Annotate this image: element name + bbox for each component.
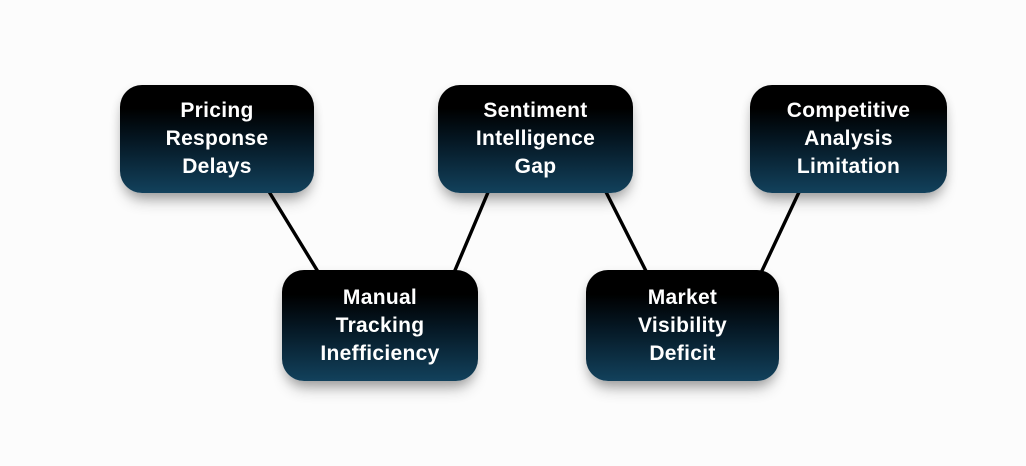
node-competitive-analysis-limitation-label: Competitive Analysis Limitation [786, 99, 911, 178]
node-pricing-response-delays: Pricing Response Delays [120, 85, 314, 193]
node-pricing-response-delays-label: Pricing Response Delays [165, 99, 269, 178]
node-manual-tracking-inefficiency-label: Manual Tracking Inefficiency [320, 285, 440, 365]
node-market-visibility-deficit-label: Market Visibility Deficit [638, 285, 727, 365]
node-sentiment-intelligence-gap-label: Sentiment Intelligence Gap [475, 99, 596, 178]
edge-pricing-to-manual-tracking [266, 188, 322, 277]
edge-sentiment-to-market-visibility [603, 188, 650, 277]
edge-sentiment-to-manual-tracking [451, 188, 491, 277]
node-sentiment-intelligence-gap: Sentiment Intelligence Gap [438, 85, 633, 193]
node-market-visibility-deficit: Market Visibility Deficit [586, 270, 779, 381]
edge-competitive-to-market-visibility [758, 188, 802, 277]
node-competitive-analysis-limitation: Competitive Analysis Limitation [750, 85, 947, 193]
node-manual-tracking-inefficiency: Manual Tracking Inefficiency [282, 270, 478, 381]
